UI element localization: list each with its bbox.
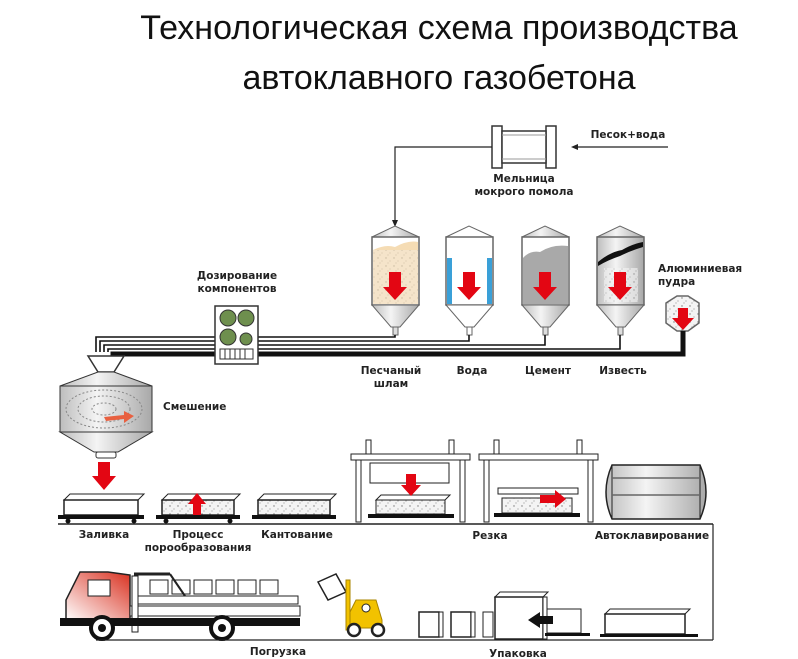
stage-label-loading: Погрузка bbox=[250, 646, 306, 658]
mould-pouring bbox=[58, 493, 146, 524]
down-arrow-icon bbox=[383, 272, 407, 300]
silo-sand-slurry bbox=[370, 225, 421, 336]
mould-foaming bbox=[156, 493, 242, 524]
component-pipelines bbox=[95, 331, 686, 357]
down-arrow-icon bbox=[533, 272, 557, 300]
silo-label-water: Вода bbox=[457, 365, 488, 377]
stage-label-packing: Упаковка bbox=[489, 648, 547, 659]
sand-water-label: Песок+вода bbox=[591, 129, 666, 141]
mill-label-line1: Мельница bbox=[493, 173, 554, 185]
input-arrowhead-icon bbox=[571, 144, 578, 150]
truck-with-crane bbox=[60, 571, 301, 641]
autoclave bbox=[605, 464, 707, 520]
stage-label-tilting: Кантование bbox=[261, 529, 333, 541]
down-arrow-icon bbox=[401, 474, 421, 496]
dosing-label-line1: Дозирование bbox=[197, 270, 277, 282]
silo-label-lime: Известь bbox=[599, 365, 647, 377]
stage-label-autoclaving: Автоклавирование bbox=[595, 530, 709, 542]
silo-cement bbox=[520, 225, 571, 336]
silo-label-sand-slurry-line2: шлам bbox=[374, 378, 409, 390]
packing-station bbox=[418, 591, 698, 640]
silo-label-sand-slurry-line1: Песчаный bbox=[361, 365, 422, 377]
stage-label-foaming-line1: Процесс bbox=[173, 529, 224, 541]
stage-label-cutting: Резка bbox=[472, 530, 507, 542]
down-arrow-icon bbox=[457, 272, 481, 300]
mill-label-line2: мокрого помола bbox=[474, 186, 573, 198]
diagram-title-line2: автоклавного газобетона bbox=[242, 59, 636, 97]
stage-label-pouring: Заливка bbox=[79, 529, 129, 541]
left-arrow-icon bbox=[528, 612, 553, 628]
aluminum-label-line1: Алюминиевая bbox=[658, 263, 742, 275]
cutting-machine-horizontal bbox=[478, 439, 599, 523]
mixing-arrow-icon bbox=[104, 411, 134, 423]
up-arrow-icon bbox=[188, 493, 206, 515]
cutting-machine-vertical bbox=[350, 439, 471, 523]
dosing-label-line2: компонентов bbox=[198, 283, 277, 295]
aluminum-powder-hopper bbox=[665, 295, 700, 332]
aluminum-label-line2: пудра bbox=[658, 276, 695, 288]
wet-mill bbox=[491, 125, 557, 169]
pour-arrow-icon bbox=[92, 462, 116, 490]
down-arrow-icon bbox=[608, 272, 632, 300]
stage-label-foaming-line2: порообразования bbox=[145, 542, 252, 554]
mill-arrowhead-icon bbox=[392, 220, 398, 227]
mould-tilting bbox=[252, 493, 338, 519]
diagram-title-line1: Технологическая схема производства bbox=[140, 9, 738, 47]
dosing-unit bbox=[214, 305, 259, 365]
down-arrow-icon bbox=[672, 308, 694, 330]
mixer bbox=[58, 355, 154, 459]
mill-to-silo-line bbox=[394, 146, 492, 222]
mixing-label: Смешение bbox=[163, 401, 226, 413]
right-arrow-icon bbox=[540, 490, 566, 508]
silo-lime bbox=[595, 225, 646, 336]
silo-label-cement: Цемент bbox=[525, 365, 572, 377]
silo-water bbox=[444, 225, 495, 336]
forklift bbox=[316, 573, 386, 638]
